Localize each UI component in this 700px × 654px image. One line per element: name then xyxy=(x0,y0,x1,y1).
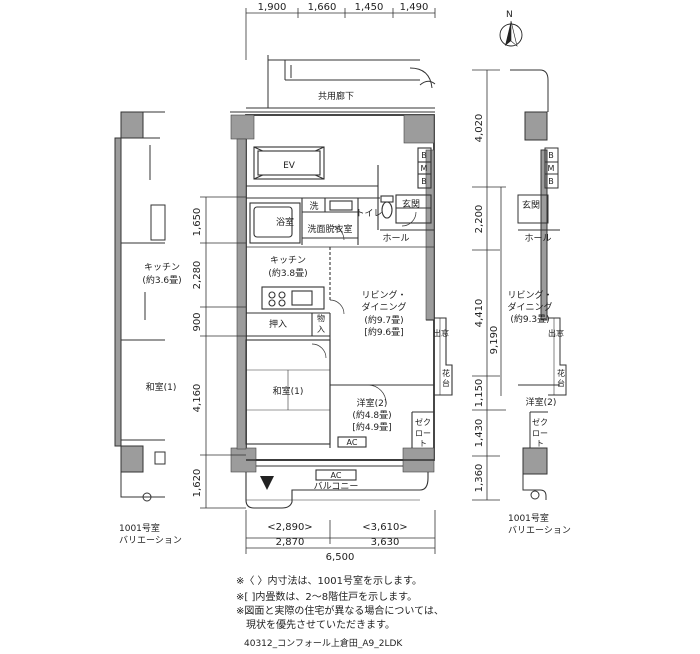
dim-right-3: 4,410 xyxy=(474,299,485,328)
right-var-hall: ホール xyxy=(524,233,551,244)
label-living: リビング・ xyxy=(361,289,406,301)
label-mb-b2: B xyxy=(421,177,427,186)
note-1: ※〈 〉内寸法は、1001号室を示します。 xyxy=(236,576,423,587)
left-variation-plan xyxy=(114,111,166,502)
label-storage-1: 物 xyxy=(317,313,325,323)
dim-top-3: 1,450 xyxy=(355,2,384,13)
left-var-caption-1: 1001号室 xyxy=(119,522,160,534)
left-var-kitchen: キッチン xyxy=(144,262,180,273)
label-bay: 出窓 xyxy=(433,328,449,338)
label-entrance: 玄関 xyxy=(402,198,420,210)
right-var-caption-1: 1001号室 xyxy=(508,512,549,524)
dim-bottom-room: 3,630 xyxy=(371,537,400,548)
label-closet-1: ゼク xyxy=(415,417,431,427)
dim-right-1: 4,020 xyxy=(474,114,485,143)
top-dimensions xyxy=(245,8,436,60)
left-dimensions xyxy=(200,196,246,509)
right-var-mb-b: B xyxy=(548,151,554,160)
dim-left-5: 1,620 xyxy=(192,469,203,498)
label-washroom: 洗面脱衣室 xyxy=(307,223,352,235)
label-washitsu: 和室(1) xyxy=(273,385,304,397)
dim-bottom-room-paren: <3,610> xyxy=(362,522,407,533)
compass-label: N xyxy=(506,10,513,20)
label-wash: 洗 xyxy=(309,200,318,212)
right-var-flower-1: 花 xyxy=(557,368,565,378)
right-var-bay: 出窓 xyxy=(548,328,564,338)
dim-bottom-total: 6,500 xyxy=(326,552,355,563)
right-var-flower-2: 台 xyxy=(557,378,565,388)
label-hall: ホール xyxy=(382,233,409,244)
label-flower-2: 台 xyxy=(442,378,450,388)
right-var-living-size: (約9.3畳) xyxy=(510,313,549,325)
structural-walls xyxy=(230,114,435,473)
dim-right-total: 9,190 xyxy=(489,326,500,355)
left-var-kitchen-size: (約3.6畳) xyxy=(142,274,181,286)
dim-bottom-kitchen-paren: <2,890> xyxy=(267,522,312,533)
label-living-size-1: (約9.7畳) xyxy=(364,314,403,326)
interior-walls xyxy=(245,146,453,509)
left-var-washitsu: 和室(1) xyxy=(146,381,177,393)
label-living-size-2: [約9.6畳] xyxy=(364,326,403,338)
dim-left-2: 2,280 xyxy=(192,261,203,290)
label-storage-2: 入 xyxy=(317,325,325,334)
right-dimensions xyxy=(472,69,506,501)
label-living-2: ダイニング xyxy=(361,301,406,313)
dim-left-1: 1,650 xyxy=(192,208,203,237)
label-corridor: 共用廊下 xyxy=(318,90,354,102)
right-var-mb-m: M xyxy=(548,164,555,173)
label-youshitsu-size-1: (約4.8畳) xyxy=(352,409,391,421)
label-balcony: バルコニー xyxy=(314,481,359,492)
note-2: ※[ ]内畳数は、2～8階住戸を示します。 xyxy=(236,592,418,603)
right-var-closet-1: ゼク xyxy=(532,417,548,427)
entrance-marker-icon xyxy=(260,476,274,490)
dim-bottom-kitchen: 2,870 xyxy=(276,537,305,548)
right-var-caption-2: バリエーション xyxy=(508,525,571,536)
label-toilet: トイレ xyxy=(355,209,382,219)
dim-right-2: 2,200 xyxy=(474,205,485,234)
label-closet-3: ト xyxy=(419,439,427,448)
right-var-mb-b2: B xyxy=(548,177,554,186)
label-mb-m: M xyxy=(421,164,428,173)
label-kitchen: キッチン xyxy=(270,255,306,266)
label-kitchen-size: (約3.8畳) xyxy=(268,267,307,279)
label-ev: EV xyxy=(283,161,296,171)
label-ac: AC xyxy=(347,438,358,447)
note-3: ※図面と実際の住宅が異なる場合については、 xyxy=(236,606,444,617)
label-youshitsu: 洋室(2) xyxy=(357,397,388,409)
plan-code: 40312_コンフォール上倉田_A9_2LDK xyxy=(244,639,403,649)
dim-right-5: 1,430 xyxy=(474,419,485,448)
dim-right-4: 1,150 xyxy=(474,379,485,408)
north-compass-icon: N xyxy=(499,10,523,47)
label-ac-2: AC xyxy=(331,471,342,480)
dim-left-3: 900 xyxy=(192,312,203,331)
right-var-youshitsu: 洋室(2) xyxy=(526,396,557,408)
dim-top-4: 1,490 xyxy=(400,2,429,13)
dim-right-6: 1,360 xyxy=(474,464,485,493)
bottom-dimensions xyxy=(245,510,436,554)
right-var-closet-2: ロー xyxy=(532,429,548,438)
label-flower-1: 花 xyxy=(442,368,450,378)
label-oshiire: 押入 xyxy=(269,318,287,330)
right-var-living-2: ダイニング xyxy=(507,301,552,313)
note-4: 現状を優先させていただきます。 xyxy=(236,620,395,631)
label-bath: 浴室 xyxy=(276,216,294,228)
dim-left-4: 4,160 xyxy=(192,384,203,413)
label-mb-b: B xyxy=(421,151,427,160)
left-var-caption-2: バリエーション xyxy=(119,535,182,546)
label-closet-2: ロー xyxy=(415,429,431,438)
dim-top-2: 1,660 xyxy=(308,2,337,13)
right-var-closet-3: ト xyxy=(536,439,544,448)
label-youshitsu-size-2: [約4.9畳] xyxy=(352,421,391,433)
dim-top-1: 1,900 xyxy=(258,2,287,13)
door-swings xyxy=(311,211,417,404)
right-var-entrance: 玄関 xyxy=(522,199,540,211)
right-variation-plan xyxy=(510,69,567,500)
right-var-living: リビング・ xyxy=(507,289,552,301)
